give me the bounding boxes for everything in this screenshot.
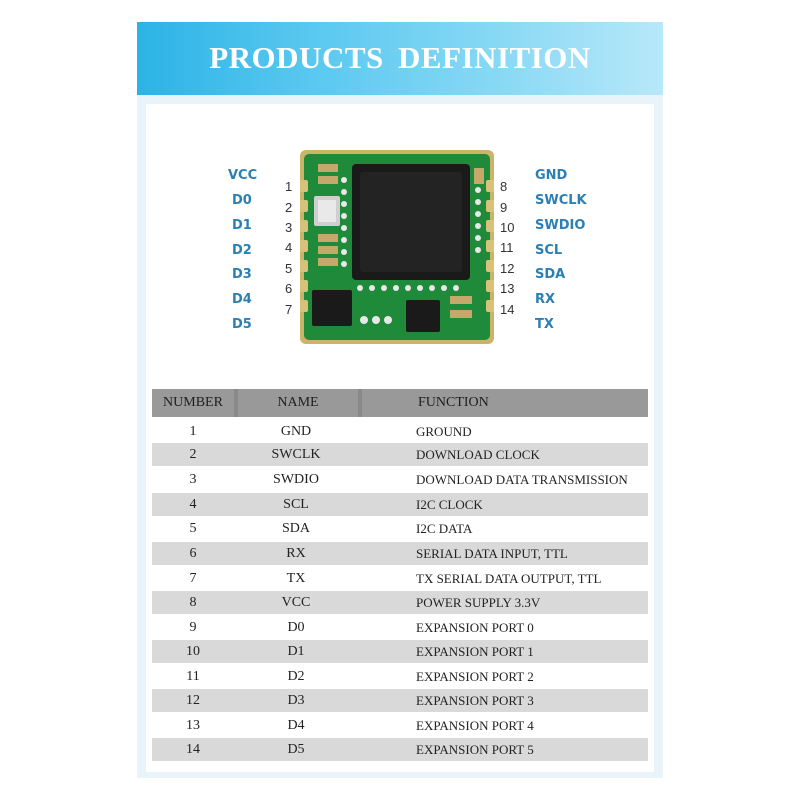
row-number: 1 — [189, 424, 197, 439]
pin-label-left: D4 — [232, 292, 252, 307]
table-row: 9 D0 EXPANSION PORT 0 — [152, 616, 648, 639]
table-row: 2 SWCLK DOWNLOAD CLOCK — [152, 443, 648, 466]
row-number: 11 — [186, 669, 200, 684]
row-number: 4 — [189, 497, 197, 512]
pin-number-left: 4 — [285, 240, 293, 255]
pin-label-left: D2 — [232, 243, 252, 258]
pin-label-right: SDA — [535, 267, 566, 282]
pin-number-right: 14 — [500, 302, 515, 317]
pin-number-left: 7 — [285, 302, 293, 317]
row-number: 5 — [189, 521, 197, 536]
pin-number-left: 3 — [285, 220, 293, 235]
pin-label-left: D3 — [232, 267, 252, 282]
page-title: PRODUCTS DEFINITION — [209, 40, 591, 75]
pin-label-right: RX — [535, 292, 556, 307]
pin-label-right: SWDIO — [535, 218, 586, 233]
row-function: DOWNLOAD DATA TRANSMISSION — [416, 472, 628, 487]
pin-number-right: 11 — [500, 240, 514, 255]
table-row: 1 GND GROUND — [152, 420, 648, 443]
row-name: GND — [280, 424, 312, 439]
row-number: 12 — [186, 693, 200, 708]
row-name: D2 — [287, 669, 305, 684]
row-number: 10 — [186, 644, 200, 659]
table-row: 10 D1 EXPANSION PORT 1 — [152, 640, 648, 663]
table-row: 8 VCC POWER SUPPLY 3.3V — [152, 591, 648, 614]
pin-label-right: GND — [535, 168, 568, 183]
table-header: NUMBER NAME FUNCTION — [152, 389, 648, 417]
row-name: TX — [286, 571, 306, 586]
row-name: SWDIO — [273, 472, 319, 487]
row-name: VCC — [281, 595, 311, 610]
pin-label-left: VCC — [228, 168, 258, 183]
pin-label-right: SWCLK — [535, 193, 587, 208]
row-name: SCL — [283, 497, 309, 512]
row-function: EXPANSION PORT 0 — [416, 620, 534, 635]
pin-number-left: 5 — [285, 261, 293, 276]
pin-number-left: 6 — [285, 281, 293, 296]
pin-number-left: 1 — [285, 179, 293, 194]
row-function: EXPANSION PORT 1 — [416, 644, 534, 659]
row-function: POWER SUPPLY 3.3V — [416, 595, 541, 610]
pcb-module-image — [300, 150, 494, 344]
row-name: D4 — [287, 718, 305, 733]
row-function: EXPANSION PORT 2 — [416, 669, 534, 684]
row-number: 14 — [186, 742, 200, 757]
row-function: GROUND — [416, 424, 472, 439]
pin-number-right: 13 — [500, 281, 515, 296]
row-function: EXPANSION PORT 4 — [416, 718, 534, 733]
passives — [318, 164, 484, 318]
row-function: I2C DATA — [416, 521, 473, 536]
pin-number-right: 9 — [500, 200, 508, 215]
row-function: DOWNLOAD CLOCK — [416, 447, 540, 462]
row-function: EXPANSION PORT 3 — [416, 693, 534, 708]
row-number: 9 — [189, 620, 197, 635]
row-number: 6 — [189, 546, 197, 561]
column-header-function: FUNCTION — [362, 389, 648, 417]
table-row: 12 D3 EXPANSION PORT 3 — [152, 689, 648, 712]
row-number: 2 — [189, 447, 197, 462]
row-function: SERIAL DATA INPUT, TTL — [416, 546, 568, 561]
pin-label-right: SCL — [535, 243, 563, 258]
row-number: 3 — [189, 472, 197, 487]
pin-number-right: 10 — [500, 220, 515, 235]
row-name: RX — [286, 546, 306, 561]
table-row: 7 TX TX SERIAL DATA OUTPUT, TTL — [152, 567, 648, 590]
row-function: TX SERIAL DATA OUTPUT, TTL — [416, 571, 602, 586]
pin-label-right: TX — [535, 317, 554, 332]
castellated-pads — [300, 180, 494, 312]
pin-label-left: D0 — [232, 193, 252, 208]
table-row: 3 SWDIO DOWNLOAD DATA TRANSMISSION — [152, 468, 648, 491]
table-row: 5 SDA I2C DATA — [152, 517, 648, 540]
row-number: 8 — [189, 595, 197, 610]
row-name: D1 — [287, 644, 305, 659]
pin-number-left: 2 — [285, 200, 293, 215]
row-number: 13 — [186, 718, 200, 733]
row-function: I2C CLOCK — [416, 497, 483, 512]
table-row: 11 D2 EXPANSION PORT 2 — [152, 665, 648, 688]
column-header-number: NUMBER — [152, 389, 234, 417]
row-name: SDA — [281, 521, 310, 536]
row-name: SWCLK — [271, 447, 321, 462]
row-name: D0 — [287, 620, 305, 635]
table-row: 6 RX SERIAL DATA INPUT, TTL — [152, 542, 648, 565]
pin-label-left: D5 — [232, 317, 252, 332]
row-function: EXPANSION PORT 5 — [416, 742, 534, 757]
pin-number-right: 12 — [500, 261, 515, 276]
row-number: 7 — [189, 571, 197, 586]
table-row: 13 D4 EXPANSION PORT 4 — [152, 714, 648, 737]
table-row: 14 D5 EXPANSION PORT 5 — [152, 738, 648, 761]
chip-pads — [341, 177, 481, 291]
small-chip — [406, 300, 440, 332]
regulator-chip — [312, 290, 352, 326]
title-banner: PRODUCTS DEFINITION — [137, 22, 663, 95]
pin-number-right: 8 — [500, 179, 508, 194]
pin-label-left: D1 — [232, 218, 252, 233]
table-row: 4 SCL I2C CLOCK — [152, 493, 648, 516]
row-name: D5 — [287, 742, 305, 757]
row-name: D3 — [287, 693, 305, 708]
column-header-name: NAME — [238, 389, 358, 417]
